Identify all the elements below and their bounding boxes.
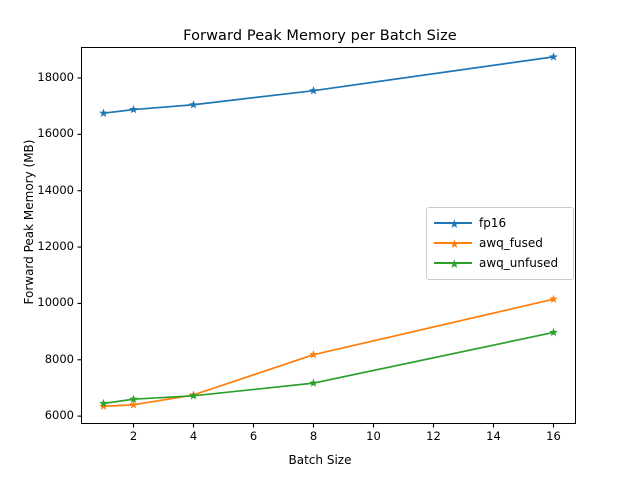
data-point-marker <box>309 350 318 359</box>
legend-swatch: ★ <box>434 236 472 250</box>
legend-swatch: ★ <box>434 256 472 270</box>
data-point-marker <box>99 108 108 117</box>
legend-line <box>434 262 472 264</box>
data-point-marker <box>309 86 318 95</box>
chart-title: Forward Peak Memory per Batch Size <box>183 28 457 44</box>
y-tick-label: 18000 <box>37 69 74 84</box>
data-point-marker <box>549 327 558 337</box>
x-tick-label: 2 <box>129 429 138 443</box>
data-point-marker <box>129 104 138 114</box>
legend-item-awq_unfused[interactable]: ★ awq_unfused <box>434 253 566 273</box>
data-point-marker <box>189 391 198 400</box>
data-point-marker <box>549 294 558 303</box>
x-axis-tick-labels: 2 4 6 8 10 12 14 16 <box>0 429 640 449</box>
x-tick-label: 6 <box>249 429 258 443</box>
y-axis-label: Forward Peak Memory (MB) <box>22 139 36 305</box>
legend-label: awq_unfused <box>479 256 559 270</box>
y-tick-label: 16000 <box>37 126 74 141</box>
data-point-marker <box>129 400 138 409</box>
legend-line <box>434 222 472 224</box>
series-line <box>103 298 554 408</box>
chart-legend[interactable]: ★ fp16 ★ awq_fused ★ awq_unfused <box>426 207 574 280</box>
x-tick-label: 4 <box>189 429 198 443</box>
data-point-marker <box>309 378 318 387</box>
y-tick-label: 6000 <box>44 408 74 423</box>
tick-marks <box>77 77 555 428</box>
star-icon: ★ <box>449 256 460 271</box>
y-axis-tick-labels: 6000 8000 10000 12000 14000 16000 18000 <box>10 0 74 480</box>
plot-area-frame <box>81 47 576 424</box>
series-line <box>103 56 554 115</box>
star-icon: ★ <box>449 216 460 231</box>
series-layer <box>99 52 558 410</box>
y-tick-label: 10000 <box>37 295 74 310</box>
legend-label: awq_fused <box>479 236 543 250</box>
x-tick-label: 16 <box>546 429 561 443</box>
y-tick-label: 8000 <box>44 351 74 366</box>
data-point-marker <box>99 398 108 408</box>
y-tick-label: 12000 <box>37 239 74 254</box>
x-tick-label: 14 <box>486 429 501 443</box>
series-line <box>103 331 554 405</box>
x-axis-label: Batch Size <box>288 453 352 467</box>
legend-swatch: ★ <box>434 216 472 230</box>
legend-label: fp16 <box>479 216 507 230</box>
data-point-marker <box>549 52 558 61</box>
legend-item-fp16[interactable]: ★ fp16 <box>434 213 566 233</box>
legend-line <box>434 242 472 244</box>
x-tick-label: 8 <box>309 429 318 443</box>
x-tick-label: 12 <box>426 429 441 443</box>
data-point-marker <box>129 394 138 403</box>
data-point-marker <box>99 401 108 410</box>
y-tick-label: 14000 <box>37 182 74 197</box>
data-point-marker <box>189 100 198 109</box>
star-icon: ★ <box>449 236 460 251</box>
legend-item-awq_fused[interactable]: ★ awq_fused <box>434 233 566 253</box>
x-tick-label: 10 <box>366 429 381 443</box>
